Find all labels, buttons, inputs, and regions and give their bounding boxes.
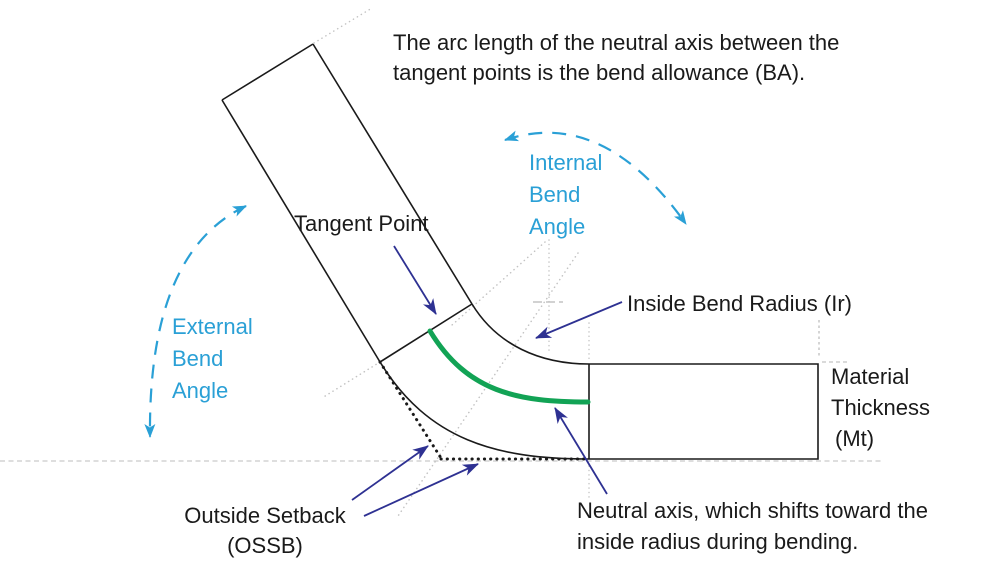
tangent-extension-dotted bbox=[321, 361, 381, 399]
neutral-axis-arrow bbox=[554, 407, 608, 495]
material-line-1: Material bbox=[831, 364, 910, 389]
external-angle-line-2: Bend bbox=[172, 346, 224, 371]
ossb-diagonal-dotted bbox=[378, 360, 443, 460]
external-angle-line-1: External bbox=[172, 314, 253, 339]
radial-dotted bbox=[451, 241, 546, 326]
outside-radius-arc bbox=[379, 361, 589, 460]
inside-radius-arrow bbox=[535, 301, 623, 339]
neutral-line-2: inside radius during bending. bbox=[577, 529, 859, 554]
note-line-1: The arc length of the neutral axis betwe… bbox=[393, 30, 840, 55]
right-flange-rect bbox=[588, 363, 819, 460]
flange-inner-edge bbox=[221, 99, 381, 363]
flange-top-edge bbox=[221, 43, 314, 101]
external-angle-line-3: Angle bbox=[172, 378, 229, 403]
external-bend-angle-label: External Bend Angle bbox=[172, 311, 253, 407]
internal-bend-angle-label: Internal Bend Angle bbox=[529, 147, 602, 243]
note-line-2: tangent points is the bend allowance (BA… bbox=[393, 60, 806, 85]
material-line-3: (Mt) bbox=[835, 426, 875, 451]
tangent-point-label: Tangent Point bbox=[294, 211, 429, 236]
internal-angle-line-2: Bend bbox=[529, 182, 581, 207]
tangent-point-arrow bbox=[393, 245, 437, 315]
outside-setback-label: Outside Setback (OSSB) bbox=[170, 501, 360, 561]
neutral-axis-arc bbox=[427, 328, 591, 405]
internal-angle-line-1: Internal bbox=[529, 150, 603, 175]
neutral-axis-label: Neutral axis, which shifts toward the in… bbox=[577, 495, 928, 557]
ossb-arrow-diagonal bbox=[351, 445, 429, 501]
material-thickness-label: Material Thickness (Mt) bbox=[831, 361, 930, 454]
flange-edge-extension-dotted bbox=[313, 7, 373, 44]
neutral-line-1: Neutral axis, which shifts toward the bbox=[577, 498, 928, 523]
ossb-arrow-horizontal bbox=[363, 463, 479, 517]
flange-outer-edge bbox=[312, 43, 473, 305]
inside-bend-radius-label: Inside Bend Radius (Ir) bbox=[627, 291, 852, 316]
internal-angle-arc bbox=[504, 130, 687, 225]
ossb-line-2: (OSSB) bbox=[227, 533, 303, 558]
note-text: The arc length of the neutral axis betwe… bbox=[393, 28, 839, 88]
external-angle-arc bbox=[144, 205, 247, 438]
material-line-2: Thickness bbox=[831, 395, 931, 420]
ossb-line-1: Outside Setback bbox=[184, 503, 346, 528]
inside-radius-arc bbox=[471, 303, 590, 365]
internal-angle-line-3: Angle bbox=[529, 214, 586, 239]
bend-tangent-line bbox=[379, 303, 473, 363]
